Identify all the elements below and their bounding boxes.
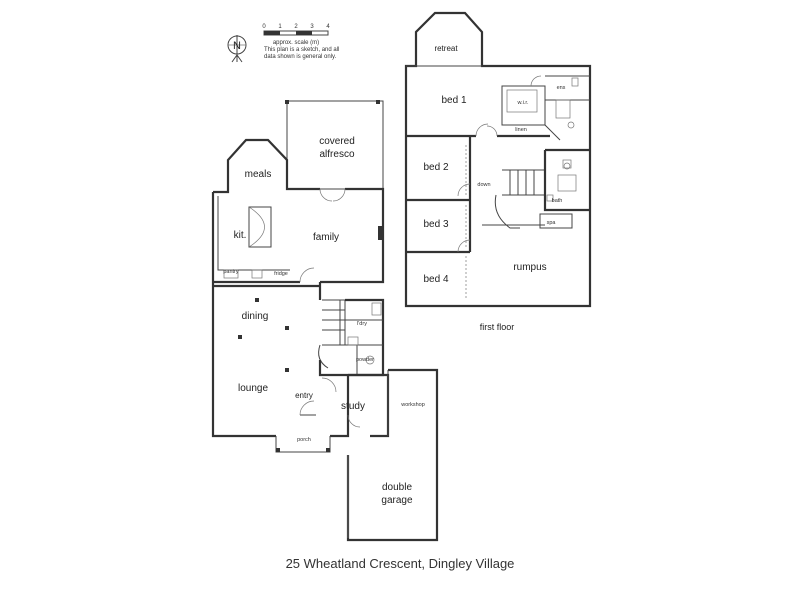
bath-label: bath: [552, 198, 563, 204]
entry-label: entry: [295, 391, 313, 400]
scale-tick-2: 2: [294, 24, 298, 30]
scale-tick-0: 0: [262, 24, 266, 30]
ground-floor: covered alfresco meals kit. family pantr…: [211, 100, 439, 542]
workshop-label: workshop: [400, 402, 425, 408]
porch-label: porch: [297, 437, 311, 443]
powder-label: powder: [356, 357, 374, 363]
scale-tick-3: 3: [310, 24, 314, 30]
north-arrow-icon: N: [227, 35, 247, 63]
fridge-label: fridge: [274, 271, 288, 277]
study-label: study: [341, 401, 365, 412]
scale-tick-4: 4: [326, 24, 330, 30]
bed3-label: bed 3: [423, 219, 448, 230]
scale-label: approx. scale (m): [273, 40, 319, 46]
rumpus-label: rumpus: [513, 262, 546, 273]
alfresco-outline: [286, 100, 384, 190]
spa-label: spa: [547, 220, 557, 226]
bed2-label: bed 2: [423, 162, 448, 173]
double-garage-label-2: garage: [381, 495, 413, 506]
laundry-label: l'dry: [357, 321, 367, 327]
first-floor-label: first floor: [480, 322, 515, 332]
ensuite-label: ens: [557, 85, 566, 91]
wir-label: w.i.r.: [516, 100, 528, 106]
bed1-label: bed 1: [441, 95, 466, 106]
linen-label: linen: [515, 127, 527, 133]
kitchen-label: kit.: [234, 230, 247, 241]
retreat-label: retreat: [434, 44, 458, 53]
double-garage-label-1: double: [382, 482, 412, 493]
bed4-label: bed 4: [423, 274, 448, 285]
property-address: 25 Wheatland Crescent, Dingley Village: [285, 556, 515, 571]
covered-alfresco-label-1: covered: [319, 136, 355, 147]
covered-alfresco-label-2: alfresco: [319, 149, 354, 160]
north-label: N: [233, 40, 241, 52]
family-label: family: [313, 232, 339, 243]
meals-label: meals: [245, 169, 272, 180]
first-floor: retreat bed 1 ens w.i.r. linen bed 2 bed…: [404, 11, 592, 332]
scale-note-2: data shown is general only.: [264, 54, 337, 60]
stairs-down-label: down: [477, 182, 490, 188]
pantry-label: pantry: [223, 269, 239, 275]
lounge-label: lounge: [238, 383, 268, 394]
scale-tick-1: 1: [278, 24, 282, 30]
kitchen-island: [248, 206, 272, 248]
scale-note-1: This plan is a sketch, and all: [264, 47, 339, 53]
scale-bar: 0 1 2 3 4 approx. scale (m) This plan is…: [262, 24, 339, 60]
dining-label: dining: [242, 311, 269, 322]
